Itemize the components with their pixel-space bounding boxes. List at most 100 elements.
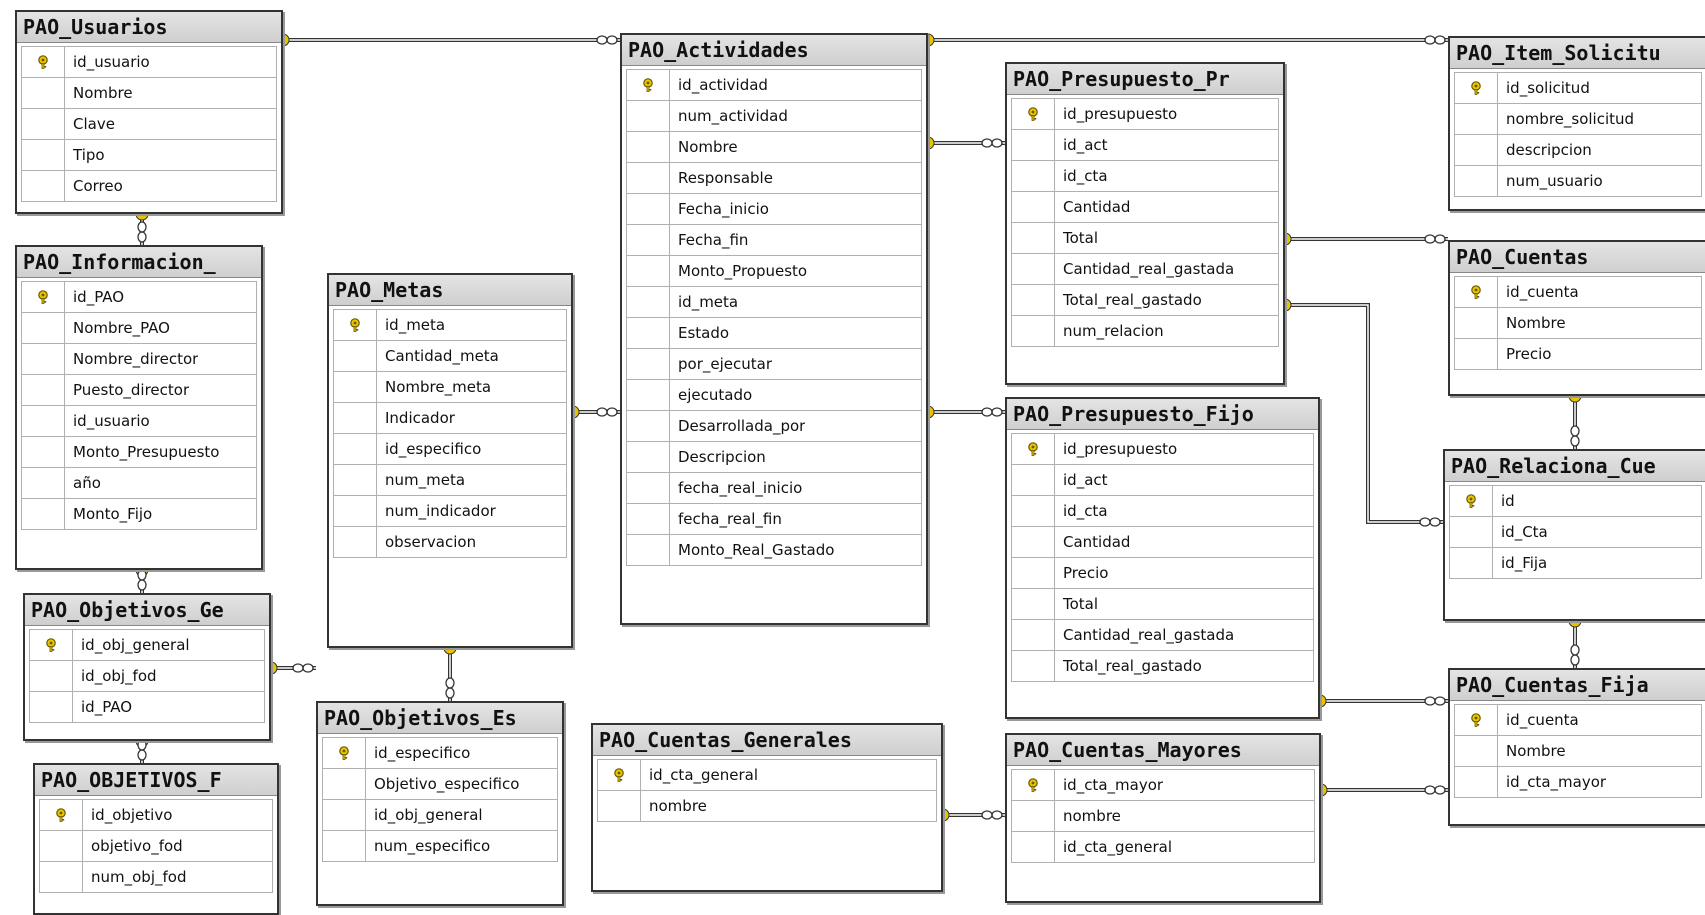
row-selector[interactable] xyxy=(22,437,65,467)
column-row[interactable]: Monto_Presupuesto xyxy=(22,437,256,468)
column-row[interactable]: descripcion xyxy=(1455,135,1701,166)
row-selector[interactable] xyxy=(1455,277,1498,307)
row-selector[interactable] xyxy=(1012,285,1055,315)
row-selector[interactable] xyxy=(1012,434,1055,464)
row-selector[interactable] xyxy=(1450,548,1493,578)
column-row[interactable]: id_actividad xyxy=(627,70,921,101)
table-title[interactable]: PAO_Presupuesto_Fijo xyxy=(1007,399,1318,430)
column-row[interactable]: num_especifico xyxy=(323,831,557,862)
column-row[interactable]: Cantidad_meta xyxy=(334,341,566,372)
column-row[interactable]: num_relacion xyxy=(1012,316,1278,347)
column-row[interactable]: Precio xyxy=(1012,558,1313,589)
column-row[interactable]: Monto_Propuesto xyxy=(627,256,921,287)
row-selector[interactable] xyxy=(627,225,670,255)
column-row[interactable]: num_obj_fod xyxy=(40,862,272,893)
row-selector[interactable] xyxy=(627,535,670,565)
row-selector[interactable] xyxy=(1012,161,1055,191)
column-row[interactable]: Total_real_gastado xyxy=(1012,651,1313,682)
row-selector[interactable] xyxy=(1455,104,1498,134)
row-selector[interactable] xyxy=(627,132,670,162)
table-title[interactable]: PAO_Relaciona_Cue xyxy=(1445,451,1705,482)
row-selector[interactable] xyxy=(22,171,65,201)
column-row[interactable]: Nombre xyxy=(627,132,921,163)
column-row[interactable]: id_PAO xyxy=(22,282,256,313)
row-selector[interactable] xyxy=(627,380,670,410)
row-selector[interactable] xyxy=(1455,308,1498,338)
table-title[interactable]: PAO_Item_Solicitu xyxy=(1450,38,1705,69)
column-row[interactable]: num_actividad xyxy=(627,101,921,132)
row-selector[interactable] xyxy=(598,791,641,821)
table-title[interactable]: PAO_OBJETIVOS_F xyxy=(35,765,277,796)
row-selector[interactable] xyxy=(22,344,65,374)
row-selector[interactable] xyxy=(1012,801,1055,831)
row-selector[interactable] xyxy=(1455,705,1498,735)
row-selector[interactable] xyxy=(1012,99,1055,129)
table-title[interactable]: PAO_Cuentas xyxy=(1450,242,1705,273)
column-row[interactable]: id_cuenta xyxy=(1455,277,1701,308)
column-row[interactable]: ejecutado xyxy=(627,380,921,411)
column-row[interactable]: Fecha_inicio xyxy=(627,194,921,225)
row-selector[interactable] xyxy=(627,504,670,534)
row-selector[interactable] xyxy=(627,473,670,503)
row-selector[interactable] xyxy=(334,434,377,464)
row-selector[interactable] xyxy=(627,318,670,348)
column-row[interactable]: Tipo xyxy=(22,140,276,171)
row-selector[interactable] xyxy=(1012,558,1055,588)
column-row[interactable]: num_meta xyxy=(334,465,566,496)
table-title[interactable]: PAO_Presupuesto_Pr xyxy=(1007,64,1283,95)
row-selector[interactable] xyxy=(30,630,73,660)
row-selector[interactable] xyxy=(30,661,73,691)
column-row[interactable]: id_Fija xyxy=(1450,548,1701,579)
column-row[interactable]: id_objetivo xyxy=(40,800,272,831)
row-selector[interactable] xyxy=(1012,832,1055,862)
column-row[interactable]: id_cta_general xyxy=(598,760,936,791)
row-selector[interactable] xyxy=(1450,517,1493,547)
row-selector[interactable] xyxy=(40,862,83,892)
row-selector[interactable] xyxy=(627,411,670,441)
row-selector[interactable] xyxy=(334,372,377,402)
row-selector[interactable] xyxy=(1012,316,1055,346)
column-row[interactable]: id_cta_mayor xyxy=(1012,770,1314,801)
row-selector[interactable] xyxy=(22,109,65,139)
row-selector[interactable] xyxy=(40,831,83,861)
row-selector[interactable] xyxy=(598,760,641,790)
row-selector[interactable] xyxy=(1455,736,1498,766)
column-row[interactable]: por_ejecutar xyxy=(627,349,921,380)
column-row[interactable]: Indicador xyxy=(334,403,566,434)
column-row[interactable]: Nombre_PAO xyxy=(22,313,256,344)
row-selector[interactable] xyxy=(1455,135,1498,165)
column-row[interactable]: fecha_real_inicio xyxy=(627,473,921,504)
row-selector[interactable] xyxy=(22,282,65,312)
row-selector[interactable] xyxy=(1012,254,1055,284)
column-row[interactable]: Puesto_director xyxy=(22,375,256,406)
row-selector[interactable] xyxy=(1012,496,1055,526)
column-row[interactable]: Total xyxy=(1012,223,1278,254)
column-row[interactable]: nombre_solicitud xyxy=(1455,104,1701,135)
column-row[interactable]: Objetivo_especifico xyxy=(323,769,557,800)
row-selector[interactable] xyxy=(627,70,670,100)
row-selector[interactable] xyxy=(22,78,65,108)
column-row[interactable]: nombre xyxy=(598,791,936,822)
row-selector[interactable] xyxy=(22,406,65,436)
column-row[interactable]: id_cta xyxy=(1012,496,1313,527)
column-row[interactable]: Desarrollada_por xyxy=(627,411,921,442)
row-selector[interactable] xyxy=(1012,651,1055,681)
row-selector[interactable] xyxy=(1455,767,1498,797)
row-selector[interactable] xyxy=(1012,589,1055,619)
table-title[interactable]: PAO_Usuarios xyxy=(17,12,281,43)
row-selector[interactable] xyxy=(1455,73,1498,103)
column-row[interactable]: Descripcion xyxy=(627,442,921,473)
table-title[interactable]: PAO_Cuentas_Mayores xyxy=(1007,735,1319,766)
column-row[interactable]: id_presupuesto xyxy=(1012,434,1313,465)
table-title[interactable]: PAO_Actividades xyxy=(622,35,926,66)
table-title[interactable]: PAO_Objetivos_Es xyxy=(318,703,562,734)
